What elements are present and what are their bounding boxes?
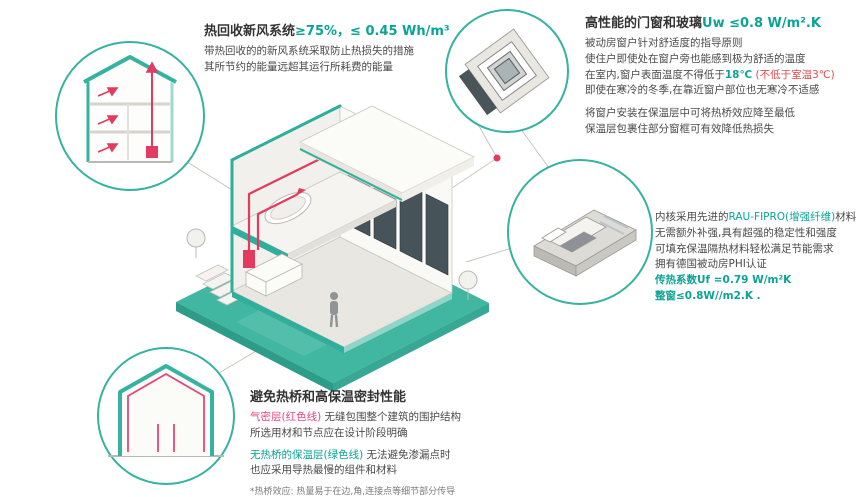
ventilation-title-value: ≥75%，≤ 0.45 Wh/m³: [295, 24, 450, 39]
insulation-layer-label: 无热桥的保温层(绿色线): [250, 448, 364, 461]
airtight-layer-label: 气密层(红色线): [250, 411, 322, 423]
spacer: [585, 99, 861, 106]
window-line-5: 将窗户安装在保温层中可将热桥效应降至最低: [585, 107, 795, 119]
thermal-bridge-detail-circle: [97, 347, 235, 485]
window-line-3-prefix: 在室内,窗户表面温度不得低于: [585, 68, 725, 81]
garden-stairs: [195, 264, 250, 306]
ventilation-title: 热回收新风系统≥75%，≤ 0.45 Wh/m³: [204, 20, 454, 39]
profile-line-3: 可填充保温隔热材料轻松满足节能需求: [655, 242, 834, 255]
window-title: 高性能的门窗和玻璃Uw ≤0.8 W/m².K: [585, 12, 861, 31]
window-title-label: 高性能的门窗和玻璃: [585, 16, 703, 31]
thermal-bridge-footnote: *热桥效应: 热量易于在边,角,连接点等细节部分传导: [250, 487, 456, 497]
ventilation-line-2: 其所节约的能量远超其运行所耗费的能量: [204, 60, 393, 73]
window-line-1: 被动房窗户针对舒适度的指导原则: [585, 37, 743, 49]
ventilation-callout: 热回收新风系统≥75%，≤ 0.45 Wh/m³ 带热回收的的新风系统采取防止热…: [204, 20, 454, 76]
heat-recovery-unit: [243, 250, 255, 268]
ventilation-line-1: 带热回收的的新风系统采取防止热损失的措施: [204, 45, 414, 57]
profile-line-4: 拥有德国被动房PHI认证: [655, 258, 767, 271]
window-temp-value: 18℃: [724, 68, 753, 81]
window-line-6: 保温层包裹住部分窗框可有效降低热损失: [585, 122, 774, 135]
thermal-callout: 避免热桥和高保温密封性能 气密层(红色线) 无缝包围整个建筑的围护结构 所选用材…: [250, 386, 570, 497]
thermal-line-1-rest: 无缝包围整个建筑的围护结构: [321, 411, 462, 423]
kitchen-counter: [245, 253, 303, 297]
profile-line-2: 无需额外补强,具有超强的稳定性和强度: [655, 226, 837, 239]
window-callout: 高性能的门窗和玻璃Uw ≤0.8 W/m².K 被动房窗户针对舒适度的指导原则 …: [585, 12, 861, 138]
ventilation-title-label: 热回收新风系统: [204, 24, 296, 39]
profile-uf-value: 传热系数Uf =0.79 W/m²K: [655, 274, 792, 286]
junction-dot: [493, 154, 501, 162]
airflow-arrows: [97, 61, 159, 153]
roof-slab: [299, 105, 475, 202]
window-line-2: 使住户即使处在窗户旁也能感到极为舒适的温度: [585, 52, 806, 65]
profile-callout: 内核采用先进的RAU-FIPRO(增强纤维)材料 无需额外补强,具有超强的稳定性…: [655, 210, 863, 305]
window-line-3: 在室内,窗户表面温度不得低于18℃ (不低于室温3℃): [585, 68, 861, 84]
window-temp-note: (不低于室温3℃): [752, 68, 835, 81]
thermal-line-1: 气密层(红色线) 无缝包围整个建筑的围护结构: [250, 410, 570, 426]
tree-icon: [186, 228, 478, 300]
thermal-line-4: 也应采用导热最慢的组件和材料: [250, 464, 397, 477]
thermal-line-3-rest: 无法避免渗漏点时: [363, 448, 451, 461]
window-profile-detail-circle: [507, 159, 653, 305]
thermal-line-2: 所选用材和节点应在设计阶段明确: [250, 426, 408, 439]
window-corner-detail-circle: [445, 9, 569, 133]
profile-line-1: 内核采用先进的RAU-FIPRO(增强纤维)材料: [655, 210, 863, 226]
bathtub: [264, 191, 312, 225]
window-title-value: Uw ≤0.8 W/m².K: [702, 16, 821, 31]
window-line-4: 即使在寒冷的冬季,在靠近窗户部位也无寒冷不适感: [585, 84, 820, 97]
profile-material-name: RAU-FIPRO(增强纤维): [728, 211, 836, 223]
main-house-illustration: [176, 104, 489, 392]
profile-line-1-suffix: 材料: [835, 211, 857, 223]
profile-line-1-prefix: 内核采用先进的: [655, 211, 729, 223]
insulation-cut-edges: [230, 104, 342, 293]
thermal-line-3: 无热桥的保温层(绿色线) 无法避免渗漏点时: [250, 448, 570, 464]
person-figure: [329, 292, 339, 328]
thermal-title: 避免热桥和高保温密封性能: [250, 390, 407, 405]
profile-uw-value: 整窗≤0.8W//m2.K .: [655, 289, 761, 302]
ventilation-detail-circle: [55, 41, 205, 191]
